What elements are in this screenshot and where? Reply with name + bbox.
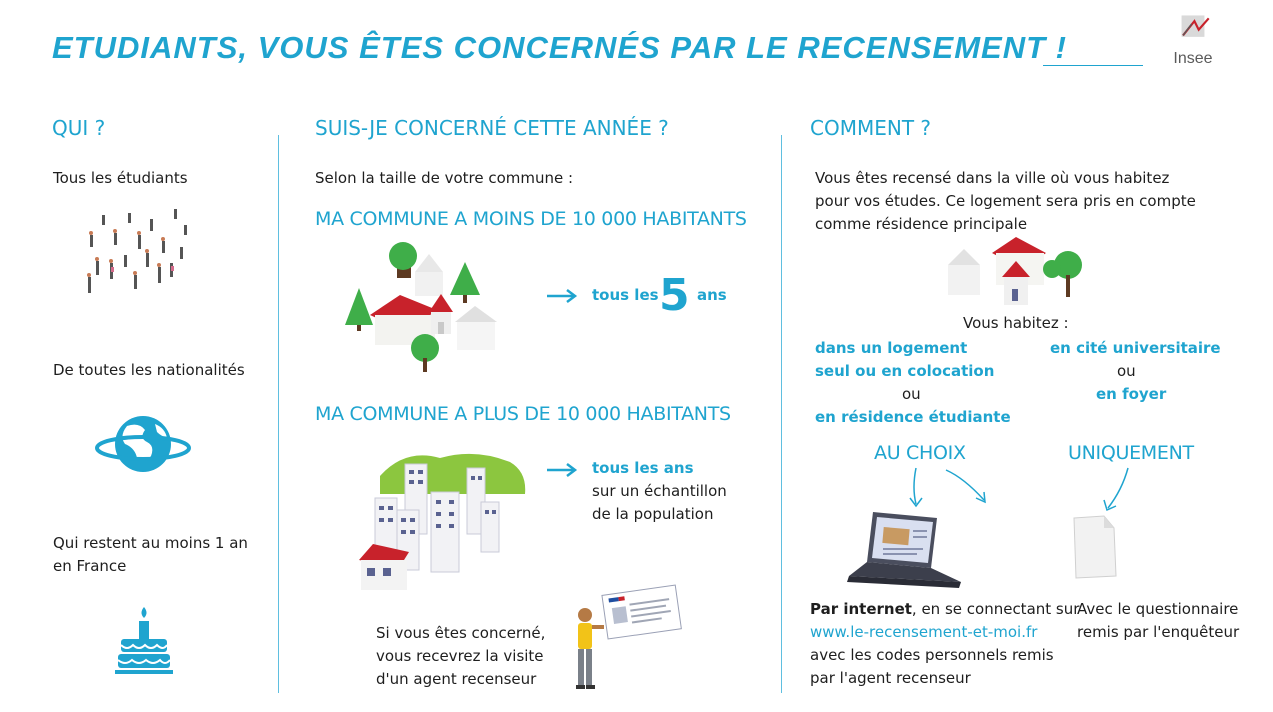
only-arrow-icon xyxy=(1103,467,1129,512)
city-illustration xyxy=(359,453,526,590)
agent-illustration xyxy=(576,584,682,689)
internet-line-3: avec les codes personnels remis xyxy=(810,646,1054,664)
residence-intro-1: Vous êtes recensé dans la ville où vous … xyxy=(815,169,1170,187)
internet-rest-label: , en se connectant sur xyxy=(911,600,1080,618)
every-five-years-pre: tous les xyxy=(592,286,659,304)
insee-logo-text: Insee xyxy=(1173,50,1213,67)
column-divider-1 xyxy=(278,135,279,693)
population-text: de la population xyxy=(592,505,714,523)
recensement-url-link[interactable]: www.le-recensement-et-moi.fr xyxy=(810,623,1038,641)
au-choix-label: AU CHOIX xyxy=(874,442,966,464)
residence-intro-2: pour vos études. Ce logement sera pris e… xyxy=(815,192,1196,210)
comment-heading: COMMENT ? xyxy=(810,116,932,140)
suis-je-concerne-heading: SUIS-JE CONCERNÉ CETTE ANNÉE ? xyxy=(315,116,669,140)
birthday-cake-icon xyxy=(115,607,173,674)
houses-illustration xyxy=(948,237,1082,305)
arrow-right-icon xyxy=(547,289,578,303)
vous-habitez-label: Vous habitez : xyxy=(963,314,1069,332)
village-illustration xyxy=(345,242,497,372)
qui-heading: QUI ? xyxy=(52,116,106,140)
residence-intro-3: comme résidence principale xyxy=(815,215,1028,233)
logement-seul-line-1: dans un logement xyxy=(815,339,968,357)
every-five-years-post: ans xyxy=(697,286,727,304)
residence-etudiante-text: en résidence étudiante xyxy=(815,408,1011,426)
internet-line-4: par l'agent recenseur xyxy=(810,669,971,687)
insee-logo-icon xyxy=(1181,15,1210,37)
all-students-text: Tous les étudiants xyxy=(53,169,188,187)
sample-text: sur un échantillon xyxy=(592,482,727,500)
or-text-left: ou xyxy=(902,385,921,403)
internet-line-1: Par internet, en se connectant sur xyxy=(810,598,1079,621)
crowd-illustration xyxy=(87,209,187,293)
paper-form-icon xyxy=(1073,515,1117,579)
internet-bold-label: Par internet xyxy=(810,600,912,618)
column-divider-2 xyxy=(781,135,782,693)
page-title: ETUDIANTS, VOUS ÊTES CONCERNÉS PAR LE RE… xyxy=(52,30,1067,65)
commune-size-intro: Selon la taille de votre commune : xyxy=(315,169,574,187)
or-text-right: ou xyxy=(1117,362,1136,380)
visit-line-2: vous recevrez la visite xyxy=(376,647,544,665)
foyer-text: en foyer xyxy=(1096,385,1167,403)
visit-line-3: d'un agent recenseur xyxy=(376,670,537,688)
large-commune-heading: MA COMMUNE A PLUS DE 10 000 HABITANTS xyxy=(315,403,731,425)
laptop-icon xyxy=(847,512,961,588)
uniquement-label: UNIQUEMENT xyxy=(1068,442,1194,464)
every-year-text: tous les ans xyxy=(592,459,694,477)
cite-universitaire-text: en cité universitaire xyxy=(1050,339,1221,357)
in-france-text: en France xyxy=(53,557,127,575)
globe-icon xyxy=(95,416,191,472)
choice-arrows-icon xyxy=(909,467,986,508)
paper-line-2: remis par l'enquêteur xyxy=(1077,623,1240,641)
logement-seul-line-2: seul ou en colocation xyxy=(815,362,995,380)
arrow-right-icon-2 xyxy=(547,463,578,477)
stay-one-year-text: Qui restent au moins 1 an xyxy=(53,534,248,552)
visit-line-1: Si vous êtes concerné, xyxy=(376,624,546,642)
paper-line-1: Avec le questionnaire xyxy=(1077,600,1239,618)
small-commune-heading: MA COMMUNE A MOINS DE 10 000 HABITANTS xyxy=(315,208,747,230)
nationalities-text: De toutes les nationalités xyxy=(53,361,245,379)
five-number: 5 xyxy=(659,270,690,321)
title-underline xyxy=(1043,65,1143,66)
